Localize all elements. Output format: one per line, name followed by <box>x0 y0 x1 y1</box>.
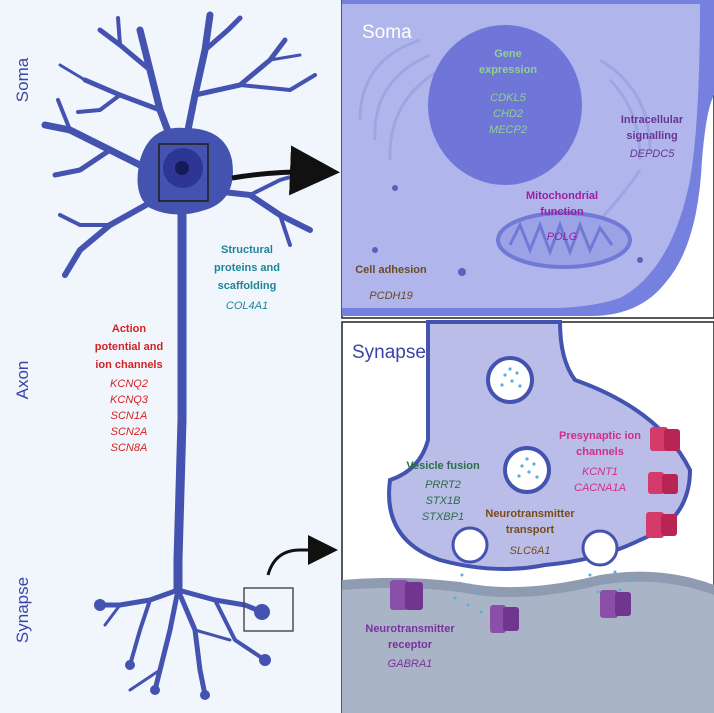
mitochondrial-genes: POLG <box>546 231 578 243</box>
intracellular-title: Intracellular signalling <box>620 114 684 142</box>
receptor-genes: GABRA1 <box>387 658 433 670</box>
synaptic-vesicles <box>451 356 619 567</box>
presynaptic-genes: KCNT1 CACNA1A <box>550 464 650 496</box>
soma-zoom-arrow <box>231 145 340 196</box>
synapse-panel-title: Synapse <box>352 342 426 363</box>
vesicle-genes: PRRT2 STX1B STXBP1 <box>398 477 488 525</box>
soma-panel-title: Soma <box>362 22 412 43</box>
transport-title: Neurotransmitter transport <box>485 508 575 536</box>
synapse-panel <box>341 320 714 713</box>
neuron <box>41 11 317 698</box>
action-gene: KCNQ3 <box>110 394 148 406</box>
gene-expression-gene: MECP2 <box>489 124 527 136</box>
action-gene: KCNQ2 <box>110 378 148 390</box>
mitochondrion <box>496 211 632 269</box>
presynaptic-title: Presynaptic ion channels <box>559 430 641 458</box>
vesicle-gene: STX1B <box>425 495 461 507</box>
soma-side-label: Soma <box>13 57 32 103</box>
action-genes: KCNQ2 KCNQ3 SCN1A SCN2A SCN8A <box>90 376 168 456</box>
transport-genes: SLC6A1 <box>509 545 551 557</box>
neuron-nucleolus <box>175 161 189 175</box>
axon-side-label: Axon <box>13 360 32 400</box>
vesicle-title: Vesicle fusion <box>406 460 480 472</box>
gene-expression-genes: CDKL5 CHD2 MECP2 <box>468 90 548 138</box>
postsynaptic-receptors <box>390 580 631 633</box>
soma-panel <box>341 0 714 319</box>
action-gene: SCN2A <box>110 426 148 438</box>
presynaptic-channels <box>646 427 680 538</box>
adhesion-genes: PCDH19 <box>369 290 413 302</box>
soma-zoom-box <box>158 143 209 202</box>
neuron-terminal-knobs <box>94 599 271 700</box>
synapse-zoom-arrow <box>266 535 338 576</box>
action-gene: SCN8A <box>110 442 148 454</box>
gene-expression-title: Gene expression <box>478 48 538 76</box>
receptor-title: Neurotransmitter receptor <box>365 623 455 651</box>
gene-expression-gene: CDKL5 <box>490 92 526 104</box>
presynaptic-gene: CACNA1A <box>574 482 626 494</box>
mitochondrial-title: Mitochondrial function <box>525 190 599 218</box>
intracellular-genes: DEPDC5 <box>629 148 675 160</box>
synapse-side-label: Synapse <box>13 576 32 644</box>
synapse-zoom-box <box>243 587 294 632</box>
neuron-panel-background <box>0 0 343 713</box>
structural-genes: COL4A1 <box>225 300 269 312</box>
vesicle-gene: PRRT2 <box>425 479 461 491</box>
action-gene: SCN1A <box>110 410 148 422</box>
adhesion-title: Cell adhesion <box>355 264 427 276</box>
structural-title: Structural proteins and scaffolding <box>213 244 280 292</box>
vesicle-gene: STXBP1 <box>421 511 465 523</box>
presynaptic-gene: KCNT1 <box>581 466 619 478</box>
gene-expression-gene: CHD2 <box>493 108 523 120</box>
action-title: Action potential and ion channels <box>94 323 164 371</box>
neurotransmitter-dots <box>453 367 632 614</box>
